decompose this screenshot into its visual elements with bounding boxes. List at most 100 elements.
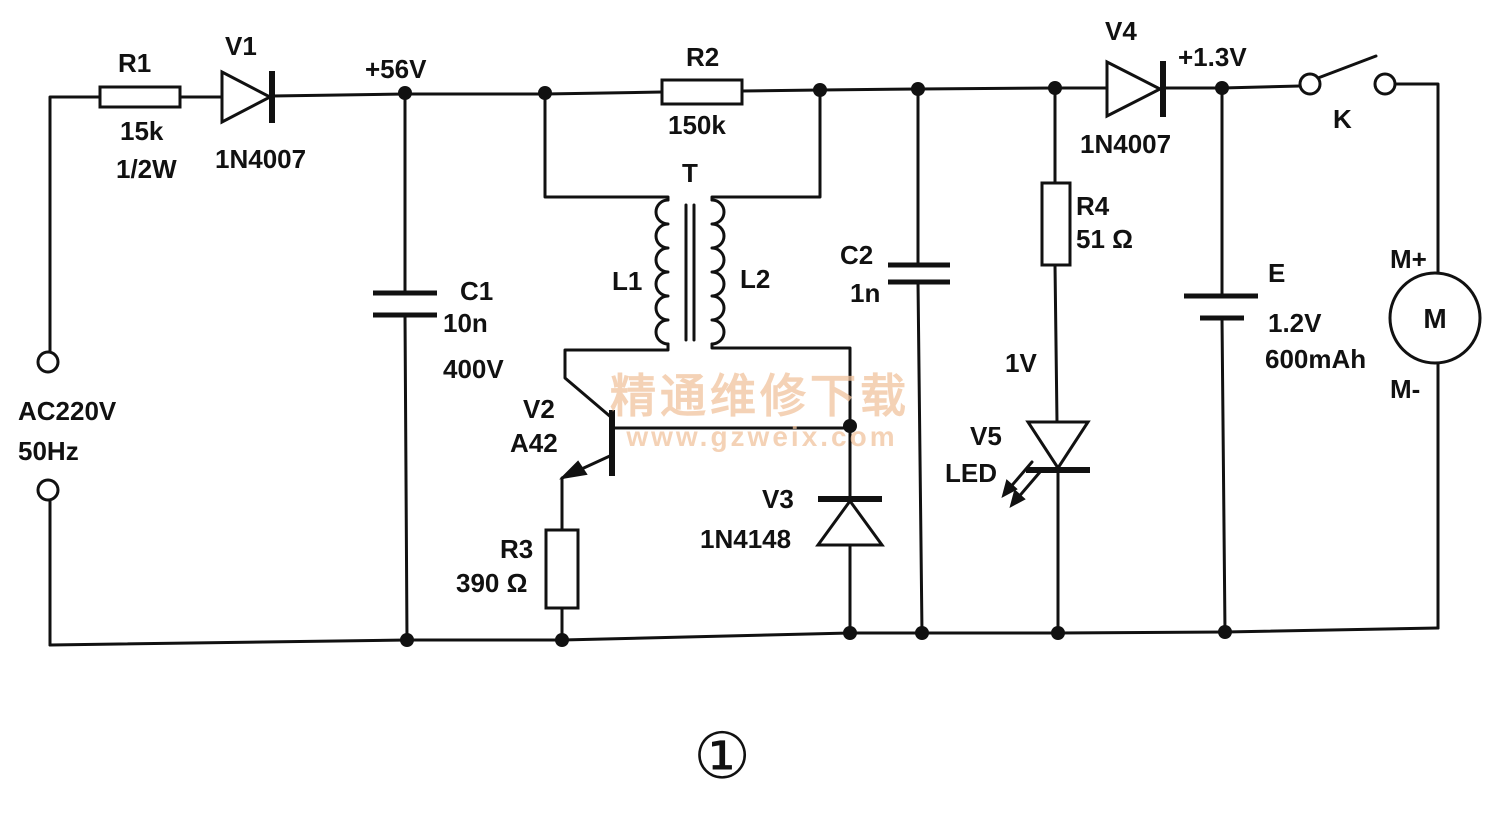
node-13v-label: +1.3V <box>1178 42 1247 72</box>
resistor-r1: R1 15k 1/2W <box>98 48 182 184</box>
ac-frequency-label: 50Hz <box>18 436 79 466</box>
resistor-r3-value: 390 Ω <box>456 568 527 598</box>
wire-bottom-rail <box>48 626 1440 647</box>
battery-e: E 1.2V 600mAh <box>1184 86 1366 634</box>
capacitor-c1-rating: 400V <box>443 354 504 384</box>
resistor-r2-value: 150k <box>668 110 726 140</box>
transformer-l2-label: L2 <box>740 264 770 294</box>
capacitor-c1-value: 10n <box>443 308 488 338</box>
diode-v4: V4 1N4007 +1.3V <box>1080 16 1302 159</box>
diode-v1-triangle <box>220 69 274 125</box>
resistor-r2: R2 150k <box>660 42 744 140</box>
resistor-r3-ref: R3 <box>500 534 533 564</box>
capacitor-c1: C1 10n 400V <box>373 92 504 642</box>
transformer-l1-coil <box>654 198 670 346</box>
diode-v1-part: 1N4007 <box>215 144 306 174</box>
capacitor-c2: C2 1n <box>840 87 950 635</box>
battery-capacity: 600mAh <box>1265 344 1366 374</box>
resistor-r4-ref: R4 <box>1076 191 1110 221</box>
ac-input: AC220V 50Hz <box>18 95 117 647</box>
transistor-v2-ref: V2 <box>523 394 555 424</box>
junction-dot <box>1218 625 1232 639</box>
resistor-r2-body <box>660 78 744 106</box>
transistor-v2-part: A42 <box>510 428 558 458</box>
transformer-ref: T <box>682 158 698 188</box>
switch-k: K <box>1298 54 1397 134</box>
diode-v4-triangle <box>1105 59 1164 119</box>
transformer-l2-coil <box>710 198 726 346</box>
junction-dot <box>1051 626 1065 640</box>
wire-l2-top <box>710 88 822 202</box>
transistor-v2-emitter <box>560 453 614 532</box>
transformer-t: T L1 L2 <box>543 88 822 346</box>
junction-dot <box>398 86 412 100</box>
led-v5: 1V V5 LED <box>945 263 1091 635</box>
resistor-r1-body <box>98 85 182 109</box>
ac-terminal-bottom <box>36 478 60 502</box>
node-56v-label: +56V <box>365 54 427 84</box>
battery-voltage: 1.2V <box>1268 308 1322 338</box>
motor-symbol: M <box>1423 303 1446 334</box>
diode-v4-part: 1N4007 <box>1080 129 1171 159</box>
led-v5-arrowhead-1 <box>1001 479 1018 498</box>
junction-dot <box>1215 81 1229 95</box>
capacitor-c2-ref: C2 <box>840 240 873 270</box>
junction-dot <box>813 83 827 97</box>
resistor-r1-rating: 1/2W <box>116 154 177 184</box>
junction-dots <box>398 81 1232 647</box>
resistor-r1-value: 15k <box>120 116 164 146</box>
resistor-r3: R3 390 Ω <box>456 528 580 642</box>
resistor-r4: R4 51 Ω <box>1040 86 1133 267</box>
wire-to-l1-top <box>543 92 670 202</box>
capacitor-c2-value: 1n <box>850 278 880 308</box>
figure-number: ① <box>693 720 750 794</box>
led-v5-arrowhead-2 <box>1009 489 1026 508</box>
wire-l1-collector <box>563 342 670 420</box>
led-v5-part: LED <box>945 458 997 488</box>
resistor-r1-ref: R1 <box>118 48 151 78</box>
transistor-v2: V2 A42 <box>510 342 852 532</box>
switch-k-contact-left <box>1298 72 1322 96</box>
transformer-l1-label: L1 <box>612 266 642 296</box>
wire-c2-bottom <box>916 280 924 635</box>
diode-v4-ref: V4 <box>1105 16 1137 46</box>
junction-dot <box>400 633 414 647</box>
motor-plus-label: M+ <box>1390 244 1427 274</box>
led-voltage-label: 1V <box>1005 348 1037 378</box>
wire-c1-bottom <box>403 313 409 642</box>
wire-top-rail-left <box>270 90 664 98</box>
junction-dot <box>538 86 552 100</box>
resistor-r2-ref: R2 <box>686 42 719 72</box>
diode-v1: V1 1N4007 <box>178 31 306 174</box>
watermark-name: 精通维修下载 <box>610 370 910 422</box>
wire-motor-top <box>1393 82 1440 275</box>
switch-k-lever <box>1316 54 1378 80</box>
watermark-url: www.gzweix.com <box>625 421 897 452</box>
led-v5-triangle <box>1025 420 1091 471</box>
wire-r4-led <box>1053 263 1059 424</box>
junction-dot <box>911 82 925 96</box>
transistor-v2-emitter-arrow <box>559 460 588 480</box>
watermark: 精通维修下载 www.gzweix.com <box>610 370 910 452</box>
diode-v3-part: 1N4148 <box>700 524 791 554</box>
resistor-r4-body <box>1040 181 1072 267</box>
motor-minus-label: M- <box>1390 374 1420 404</box>
wire-battery-bottom <box>1220 316 1227 634</box>
ac-terminal-top <box>36 350 60 374</box>
diode-v1-ref: V1 <box>225 31 257 61</box>
junction-dot <box>843 626 857 640</box>
motor-m: M M+ M- <box>1388 82 1482 630</box>
diode-v3-ref: V3 <box>762 484 794 514</box>
ac-voltage-label: AC220V <box>18 396 117 426</box>
capacitor-c1-ref: C1 <box>460 276 493 306</box>
wire-ac-top <box>48 95 102 354</box>
junction-dot <box>843 419 857 433</box>
wire-v4-out <box>1161 84 1302 90</box>
resistor-r3-body <box>544 528 580 610</box>
junction-dot <box>555 633 569 647</box>
resistor-r4-value: 51 Ω <box>1076 224 1133 254</box>
junction-dot <box>1048 81 1062 95</box>
switch-k-contact-right <box>1373 72 1397 96</box>
battery-ref: E <box>1268 258 1285 288</box>
